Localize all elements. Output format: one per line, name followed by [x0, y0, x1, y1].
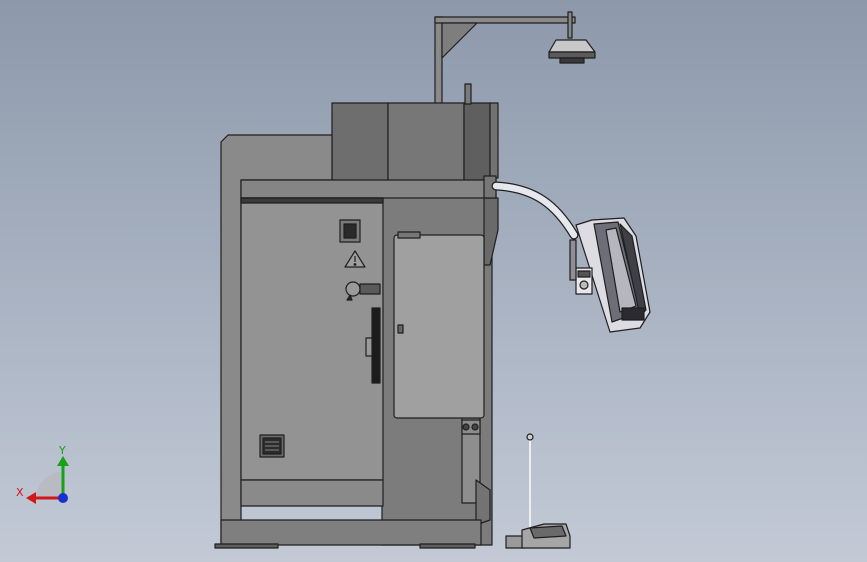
- side-door[interactable]: [393, 231, 485, 419]
- y-axis-label: Y: [58, 444, 66, 457]
- upper-frame: [331, 83, 499, 204]
- coordinate-triad: X Y: [16, 444, 69, 504]
- fan-grille-icon: [259, 434, 285, 458]
- door-handle[interactable]: [371, 307, 381, 384]
- work-lamp-icon[interactable]: [548, 39, 596, 64]
- foot-pedal-icon[interactable]: [505, 433, 571, 549]
- x-axis-label: X: [16, 486, 24, 499]
- lamp-arm: [434, 11, 576, 106]
- warning-triangle-icon: [344, 250, 366, 268]
- electrical-cabinet: [240, 197, 384, 507]
- rotary-switch-icon[interactable]: [345, 281, 381, 301]
- valve-block: [461, 419, 481, 435]
- cabinet-door-icon[interactable]: [339, 219, 361, 243]
- z-axis-dot: [58, 493, 68, 503]
- control-pendant-icon[interactable]: [569, 217, 651, 333]
